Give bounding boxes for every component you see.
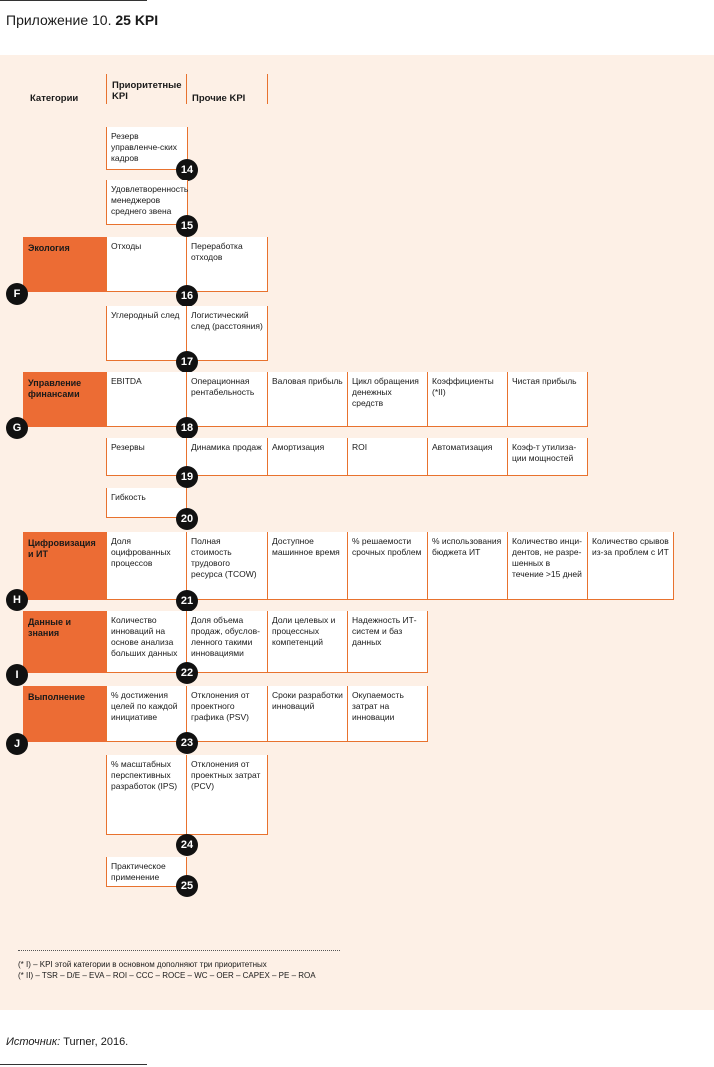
- title-main: 25 KPI: [115, 12, 159, 28]
- category-block-digital: Цифровизация и ИТ: [23, 532, 106, 600]
- kpi-cell: Полная стоимость трудового ресурса (TCOW…: [187, 532, 268, 600]
- kpi-cell: Амортизация: [268, 438, 348, 476]
- kpi-cell: Чистая прибыль: [508, 372, 588, 427]
- category-letter-badge: I: [6, 664, 28, 686]
- kpi-cell: Надежность ИТ-систем и баз данных: [348, 611, 428, 673]
- kpi-number-badge: 21: [176, 590, 198, 612]
- kpi-cell: Резерв управленче-ских кадров: [106, 127, 188, 170]
- kpi-number-badge: 18: [176, 417, 198, 439]
- kpi-cell: Логистический след (расстояния): [187, 306, 268, 361]
- category-block-ecology: Экология: [23, 237, 106, 292]
- kpi-cell: % достижения целей по каждой инициативе: [106, 686, 187, 742]
- kpi-cell: Отклонения от проектного графика (PSV): [187, 686, 268, 742]
- category-letter-badge: H: [6, 589, 28, 611]
- kpi-cell: Количество срывов из-за проблем с ИТ: [588, 532, 674, 600]
- source-note: Источник: Turner, 2016.: [6, 1036, 128, 1048]
- category-block-data: Данные и знания: [23, 611, 106, 673]
- kpi-cell: Доля оцифрованных процессов: [106, 532, 187, 600]
- kpi-cell: Операционная рентабельность: [187, 372, 268, 427]
- kpi-cell: Сроки разработки инноваций: [268, 686, 348, 742]
- kpi-cell: % решаемости срочных проблем: [348, 532, 428, 600]
- title-prefix: Приложение 10.: [6, 12, 112, 28]
- kpi-cell: Доля объема продаж, обуслов-ленного таки…: [187, 611, 268, 673]
- kpi-cell: Доли целевых и процессных компетенций: [268, 611, 348, 673]
- kpi-number-badge: 25: [176, 875, 198, 897]
- kpi-cell: Резервы: [106, 438, 187, 476]
- header-divider: [186, 74, 187, 104]
- page-title: Приложение 10. 25 KPI: [6, 12, 158, 28]
- kpi-cell: Валовая прибыль: [268, 372, 348, 427]
- kpi-cell: Коэф-т утилиза-ции мощностей: [508, 438, 588, 476]
- kpi-cell: % масштабных перспективных разработок (I…: [106, 755, 187, 835]
- kpi-cell: Доступное машинное время: [268, 532, 348, 600]
- footnote-separator: [18, 950, 340, 951]
- kpi-number-badge: 16: [176, 285, 198, 307]
- category-letter-badge: F: [6, 283, 28, 305]
- header-divider: [106, 74, 107, 104]
- kpi-cell: Практическое применение: [106, 857, 187, 887]
- kpi-number-badge: 14: [176, 159, 198, 181]
- kpi-cell: Гибкость: [106, 488, 187, 518]
- source-label: Источник:: [6, 1036, 61, 1048]
- kpi-number-badge: 23: [176, 732, 198, 754]
- kpi-number-badge: 22: [176, 662, 198, 684]
- kpi-cell: Переработка отходов: [187, 237, 268, 292]
- category-letter-badge: G: [6, 417, 28, 439]
- kpi-cell: Отходы: [106, 237, 187, 292]
- kpi-cell: Количество инноваций на основе анализа б…: [106, 611, 187, 673]
- kpi-cell: Автоматизация: [428, 438, 508, 476]
- kpi-cell: Углеродный след: [106, 306, 187, 361]
- kpi-cell: Окупаемость затрат на инновации: [348, 686, 428, 742]
- category-letter-badge: J: [6, 733, 28, 755]
- bottom-rule: [0, 1064, 147, 1065]
- kpi-cell: Цикл обращения денежных средств: [348, 372, 428, 427]
- top-rule: [0, 0, 147, 1]
- category-block-finance: Управление финансами: [23, 372, 106, 427]
- header-divider: [267, 74, 268, 104]
- source-text: Turner, 2016.: [63, 1036, 129, 1048]
- kpi-cell: Удовлетворенность менеджеров среднего зв…: [106, 180, 188, 225]
- header-categories: Категории: [30, 93, 79, 104]
- footnote-2: (* II) – TSR – D/E – EVA – ROI – CCC – R…: [18, 971, 316, 980]
- kpi-number-badge: 15: [176, 215, 198, 237]
- kpi-cell: EBITDA: [106, 372, 187, 427]
- category-block-execution: Выполнение: [23, 686, 106, 742]
- kpi-cell: Количество инци-дентов, не разре-шенных …: [508, 532, 588, 600]
- kpi-number-badge: 20: [176, 508, 198, 530]
- kpi-cell: ROI: [348, 438, 428, 476]
- kpi-cell: % использования бюджета ИТ: [428, 532, 508, 600]
- kpi-cell: Отклонения от проектных затрат (PCV): [187, 755, 268, 835]
- header-priority: Приоритетные KPI: [112, 80, 182, 102]
- kpi-number-badge: 19: [176, 466, 198, 488]
- footnote-1: (* I) – KPI этой категории в основном до…: [18, 960, 267, 969]
- kpi-number-badge: 24: [176, 834, 198, 856]
- header-other: Прочие KPI: [192, 93, 246, 104]
- kpi-number-badge: 17: [176, 351, 198, 373]
- kpi-cell: Динамика продаж: [187, 438, 268, 476]
- kpi-cell: Коэффициенты (*II): [428, 372, 508, 427]
